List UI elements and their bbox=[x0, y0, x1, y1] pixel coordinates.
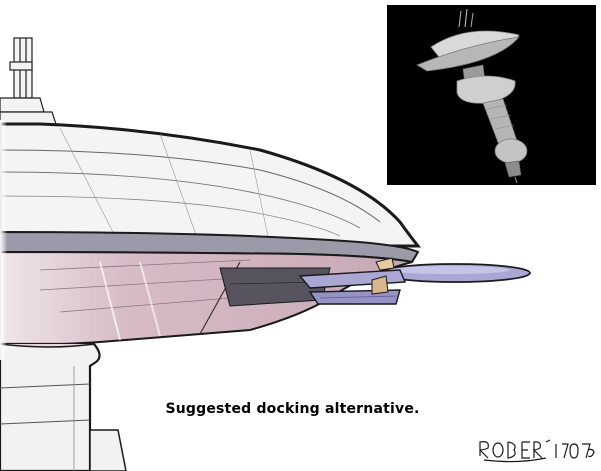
docked-starship bbox=[298, 257, 531, 305]
inset-station-photo bbox=[387, 5, 596, 185]
artist-signature bbox=[479, 439, 595, 463]
station-tower bbox=[0, 37, 57, 125]
inset-station bbox=[416, 8, 528, 184]
station-upper-hull bbox=[0, 122, 422, 248]
caption: Suggested docking alternative. bbox=[0, 401, 601, 417]
caption-text: Suggested docking alternative. bbox=[165, 401, 420, 417]
